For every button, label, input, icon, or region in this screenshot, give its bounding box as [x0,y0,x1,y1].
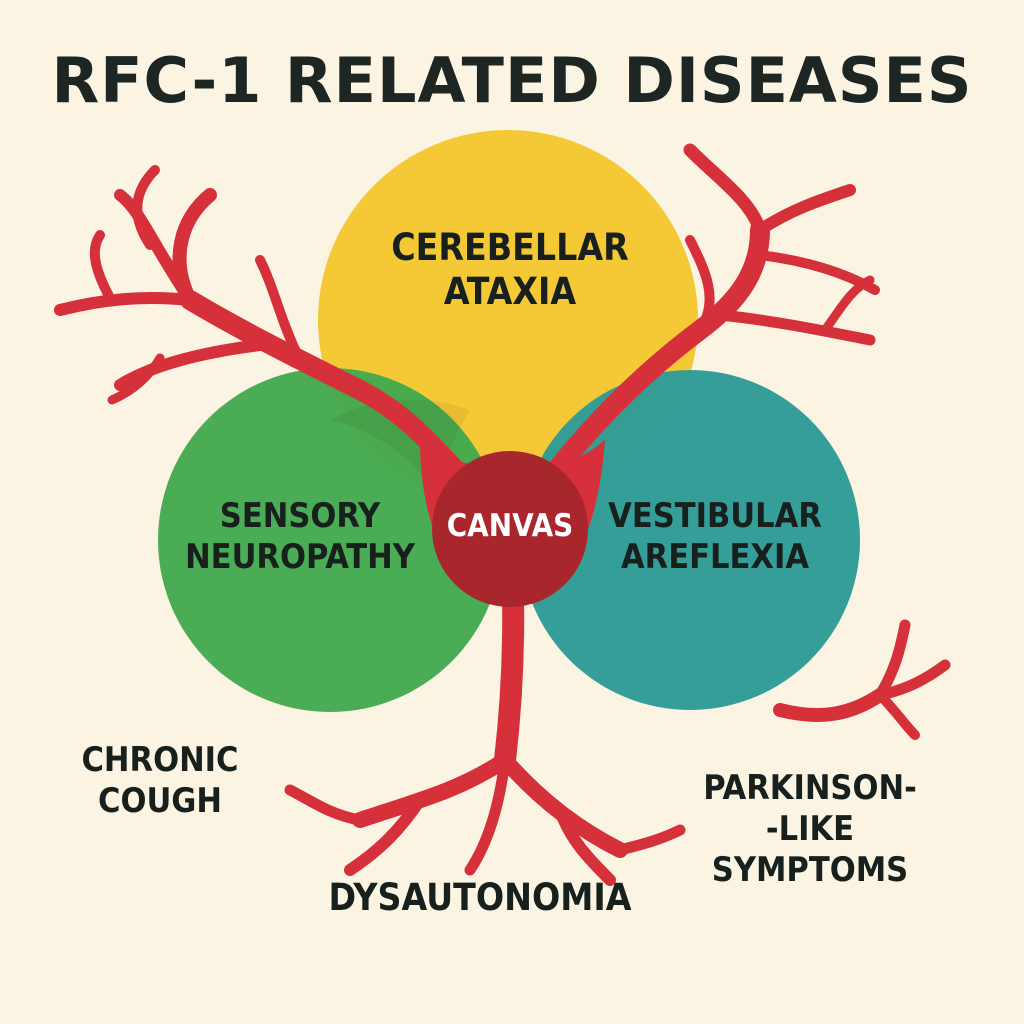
parkinson-like-symptoms-label: PARKINSON- -LIKE SYMPTOMS [660,768,960,890]
chronic-cough-label: CHRONIC COUGH [40,740,280,822]
sensory-neuropathy-label: SENSORY NEUROPATHY [165,496,435,578]
cerebellar-line-1: CEREBELLAR [320,226,700,270]
cerebellar-line-2: ATAXIA [320,270,700,314]
vestibular-line-1: VESTIBULAR [590,496,840,537]
sensory-line-2: NEUROPATHY [165,537,435,578]
vestibular-line-2: AREFLEXIA [590,537,840,578]
sensory-line-1: SENSORY [165,496,435,537]
parkinson-line-3: SYMPTOMS [660,850,960,891]
cough-line-2: COUGH [40,781,280,822]
dysautonomia-label: DYSAUTONOMIA [270,876,690,920]
parkinson-line-1: PARKINSON- [660,768,960,809]
canvas-center-label: CANVAS [425,508,595,545]
neuron-dendrite-lower-right [780,695,880,715]
diagram-title: RFC-1 RELATED DISEASES [0,44,1024,117]
cerebellar-ataxia-label: CEREBELLAR ATAXIA [320,226,700,315]
dysautonomia-line-1: DYSAUTONOMIA [270,876,690,920]
vestibular-areflexia-label: VESTIBULAR AREFLEXIA [590,496,840,578]
cough-line-1: CHRONIC [40,740,280,781]
parkinson-line-2: -LIKE [660,809,960,850]
